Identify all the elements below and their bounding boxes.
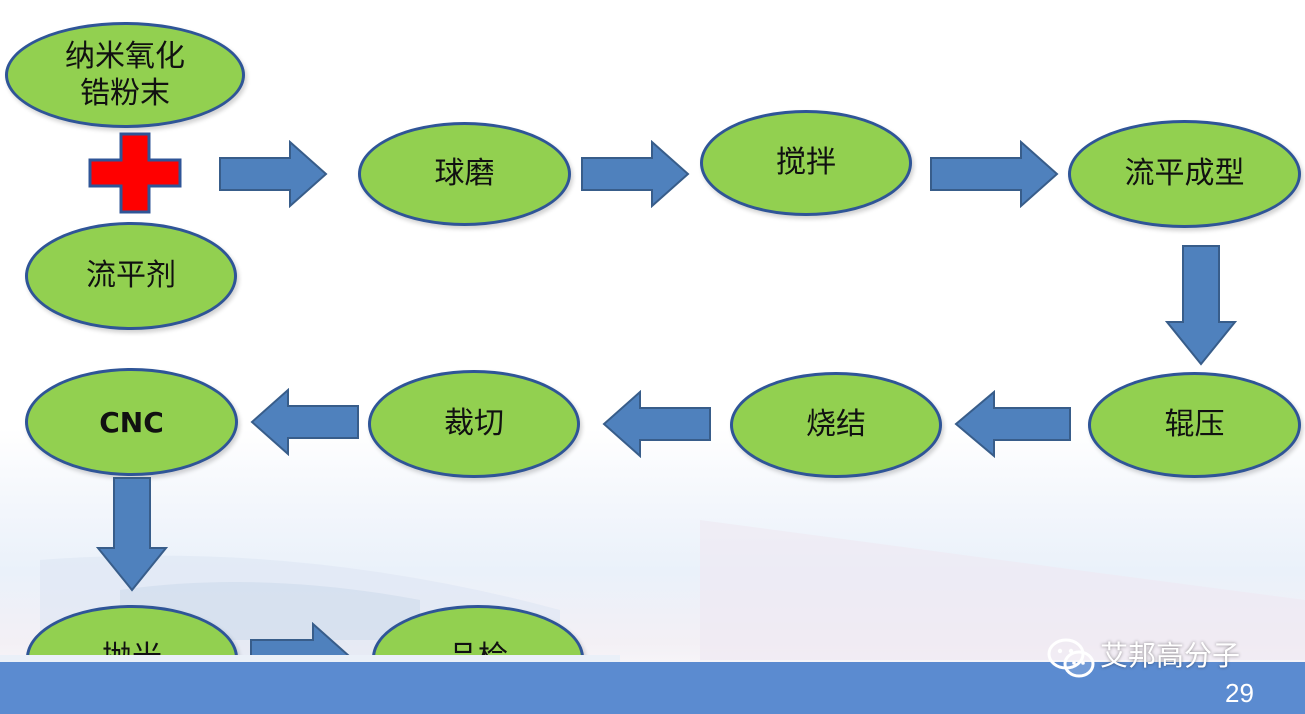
node-powder-line2: 锆粉末 (80, 76, 170, 111)
node-tape-casting-label: 流平成型 (1124, 156, 1245, 192)
node-sintering: 烧结 (730, 372, 942, 478)
node-tape-casting: 流平成型 (1068, 120, 1301, 228)
node-powder: 纳米氧化 锆粉末 (5, 22, 245, 128)
node-sintering-label: 烧结 (806, 407, 866, 443)
footer-highlight (0, 655, 620, 663)
arrow-left-icon (954, 390, 1071, 458)
node-rolling: 辊压 (1088, 372, 1301, 478)
brand-watermark: 艾邦高分子 (1100, 639, 1241, 672)
arrow-down-icon (1164, 245, 1238, 366)
footer-bar (0, 662, 1305, 714)
arrow-down-icon (95, 477, 169, 592)
node-powder-line1: 纳米氧化 (65, 38, 185, 74)
node-cnc-label: CNC (99, 405, 164, 439)
node-cutting-label: 裁切 (444, 406, 504, 442)
plus-icon (88, 132, 182, 214)
arrow-right-icon (581, 140, 690, 208)
node-cutting: 裁切 (368, 370, 580, 478)
node-leveler-label: 流平剂 (86, 258, 176, 294)
node-rolling-label: 辊压 (1164, 407, 1225, 443)
arrow-left-icon (250, 388, 359, 456)
node-ball-mill-label: 球磨 (434, 156, 495, 192)
node-stirring-label: 搅拌 (776, 145, 836, 181)
node-stirring: 搅拌 (700, 110, 912, 216)
arrow-left-icon (602, 390, 711, 458)
arrow-right-icon (930, 140, 1059, 208)
node-cnc: CNC (25, 368, 238, 476)
page-number: 29 (1225, 678, 1254, 708)
node-leveler: 流平剂 (25, 222, 237, 330)
arrow-right-icon (219, 140, 328, 208)
node-ball-mill: 球磨 (358, 122, 571, 226)
wechat-icon (1047, 638, 1095, 678)
